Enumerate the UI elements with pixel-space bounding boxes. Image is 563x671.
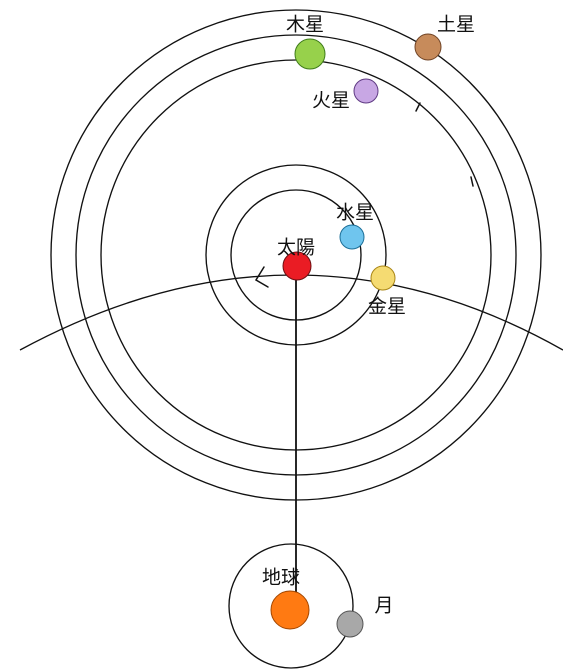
mercury-label: 水星 bbox=[336, 202, 374, 224]
moon-orbit bbox=[228, 543, 354, 669]
venus-circle bbox=[370, 265, 396, 291]
direction-mark bbox=[254, 266, 269, 288]
sun-label: 太陽 bbox=[277, 237, 315, 259]
moon-circle bbox=[336, 610, 364, 638]
mars-label: 火星 bbox=[312, 90, 350, 112]
venus-label: 金星 bbox=[368, 296, 406, 318]
earth-circle bbox=[270, 590, 310, 630]
saturn-circle bbox=[414, 33, 442, 61]
mars-circle bbox=[353, 78, 379, 104]
mercury-circle bbox=[339, 224, 365, 250]
earth-label: 地球 bbox=[262, 567, 300, 589]
sun-circle bbox=[282, 251, 312, 281]
saturn-label: 土星 bbox=[437, 14, 475, 36]
horizon-arc bbox=[19, 274, 563, 351]
moon-label: 月 bbox=[374, 595, 393, 617]
outer-direction-mark-1 bbox=[415, 102, 421, 112]
jupiter-label: 木星 bbox=[286, 14, 324, 36]
jupiter-circle bbox=[294, 38, 326, 70]
outer-direction-mark-2 bbox=[470, 176, 474, 187]
